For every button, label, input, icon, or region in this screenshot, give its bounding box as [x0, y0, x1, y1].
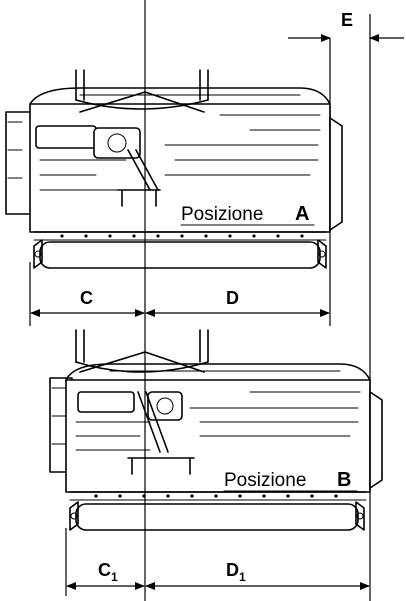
dimension-label-d: D	[226, 288, 239, 308]
dimension-label-c1: C1	[98, 560, 118, 584]
position-a-letter: A	[295, 203, 309, 225]
position-b-letter: B	[337, 469, 351, 491]
position-a-label: Posizione A	[180, 203, 315, 226]
dimension-label-d1: D1	[226, 560, 246, 584]
machine-position-a	[5, 69, 343, 269]
position-b-label: Posizione B	[223, 469, 358, 492]
dimension-label-c: C	[80, 288, 93, 308]
machine-position-b	[49, 329, 383, 531]
position-b-word: Posizione	[224, 470, 306, 491]
dimension-label-e: E	[341, 10, 353, 30]
dimension-lines	[29, 14, 404, 601]
position-a-word: Posizione	[181, 204, 263, 225]
